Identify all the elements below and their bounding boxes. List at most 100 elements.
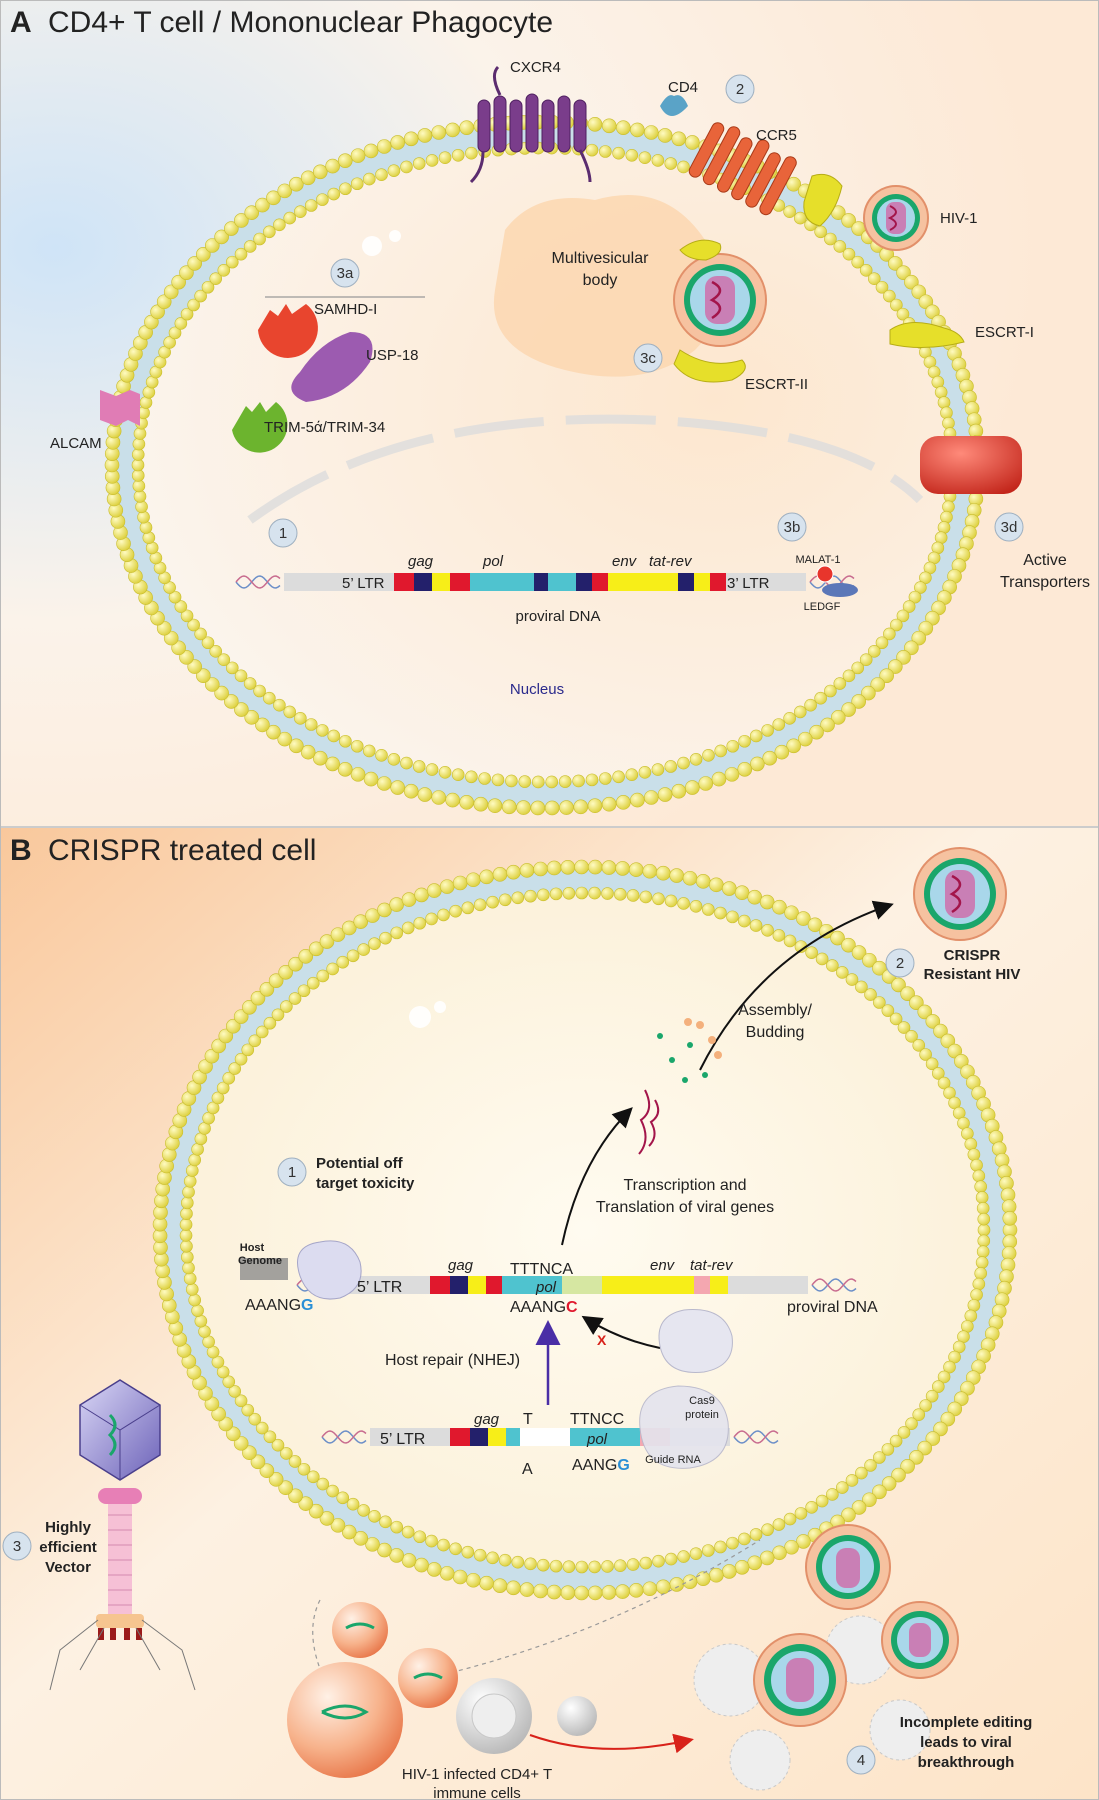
lipid-head <box>445 792 460 808</box>
svg-text:2: 2 <box>736 81 744 98</box>
multivesicular-body <box>493 195 723 377</box>
lipid-head <box>319 934 335 949</box>
lipid-head <box>214 685 229 701</box>
svg-text:1: 1 <box>288 1164 296 1181</box>
lipid-head <box>250 1454 266 1470</box>
lipid-head <box>255 197 270 213</box>
lipid-head <box>187 659 202 674</box>
lipid-head <box>931 1380 945 1393</box>
lipid-head <box>664 1552 678 1566</box>
lipid-head <box>975 1256 989 1269</box>
ledgf-label: LEDGF <box>804 601 841 613</box>
ccr5-receptor <box>688 122 797 216</box>
lipid-head <box>139 521 153 534</box>
lipid-head <box>244 710 260 725</box>
lipid-head <box>531 775 545 789</box>
lipid-head <box>851 945 867 960</box>
lipid-head <box>774 744 790 760</box>
lipid-head <box>925 1389 939 1403</box>
lipid-head <box>819 923 834 939</box>
ltr5-label-a: 5’ LTR <box>342 575 385 592</box>
lipid-head <box>253 684 266 698</box>
lipid-head <box>972 1169 986 1183</box>
lipid-head <box>353 1531 369 1546</box>
lipid-head <box>1002 1211 1018 1226</box>
step-2-badge: 2 <box>725 74 755 104</box>
lipid-head <box>298 1496 314 1511</box>
multivesicular-label-1: Multivesicular <box>552 250 650 267</box>
lipid-head <box>233 1436 249 1451</box>
lipid-head <box>925 1057 939 1071</box>
lipid-head <box>867 272 881 285</box>
alcam-label: ALCAM <box>50 435 102 452</box>
lipid-head <box>689 1547 703 1560</box>
lipid-head <box>721 1564 737 1579</box>
lipid-head <box>204 1048 220 1064</box>
lipid-head <box>487 798 503 814</box>
lipid-head <box>546 860 562 876</box>
lipid-head <box>516 800 531 815</box>
lipid-head <box>242 999 257 1015</box>
lipid-head <box>312 164 328 180</box>
nuclear-envelope <box>247 414 924 524</box>
lipid-head <box>977 1223 991 1237</box>
gene-segment <box>470 573 486 591</box>
lipid-head <box>350 767 366 782</box>
lipid-head <box>562 1560 576 1574</box>
lipid-head <box>191 1304 204 1317</box>
lipid-head <box>851 1500 867 1515</box>
lipid-head <box>376 139 392 154</box>
lipid-head <box>711 771 727 787</box>
gag-label-a: gag <box>408 553 434 570</box>
gene-segment <box>284 573 394 591</box>
lipid-head <box>390 135 405 150</box>
lipid-head <box>804 698 817 712</box>
lipid-head <box>872 1484 887 1500</box>
lipid-head <box>486 895 499 909</box>
lipid-head <box>931 1067 945 1080</box>
gene-segment <box>450 1276 468 1294</box>
lipid-head <box>168 590 182 604</box>
lipid-head <box>365 908 380 923</box>
lipid-head <box>904 640 919 656</box>
step-1-badge-b: 1 <box>277 1157 307 1187</box>
lipid-head <box>253 232 266 246</box>
lipid-head <box>900 986 915 1001</box>
lipid-head <box>401 892 417 907</box>
lipid-head <box>940 1411 956 1427</box>
lipid-head <box>271 1438 285 1452</box>
off-target-label-1: Potential off <box>316 1155 404 1172</box>
lipid-head <box>511 891 525 905</box>
panel-b-cell-cytoplasm <box>173 880 997 1580</box>
dna-helix <box>811 1278 857 1292</box>
lipid-head <box>209 272 223 285</box>
lipid-head <box>835 966 849 979</box>
lipid-head <box>759 1550 775 1566</box>
lipid-head <box>786 738 801 754</box>
lipid-head <box>933 1421 948 1437</box>
lipid-head <box>425 912 438 926</box>
lipid-head <box>473 898 487 912</box>
lipid-head <box>346 949 360 963</box>
lipid-head <box>721 881 737 896</box>
lipid-head <box>977 1212 991 1226</box>
lipid-head <box>897 1426 911 1439</box>
lipid-head <box>312 750 328 766</box>
gene-segment <box>562 573 576 591</box>
lipid-head <box>841 1507 856 1523</box>
vector-label-3: Vector <box>45 1559 91 1576</box>
lipid-head <box>288 992 302 1005</box>
lipid-head <box>336 1491 350 1505</box>
lipid-head <box>346 1497 360 1511</box>
host-genome-label-1: Host <box>240 1242 265 1254</box>
lipid-head <box>288 956 303 972</box>
lipid-head <box>466 872 481 888</box>
gene-segment <box>502 573 518 591</box>
lipid-head <box>288 1455 302 1468</box>
lipid-head <box>132 437 146 451</box>
lipid-head <box>896 265 911 280</box>
dna-helix <box>733 1430 779 1444</box>
lipid-head <box>244 205 260 220</box>
lipid-head <box>417 787 433 802</box>
lipid-head <box>183 1175 197 1188</box>
